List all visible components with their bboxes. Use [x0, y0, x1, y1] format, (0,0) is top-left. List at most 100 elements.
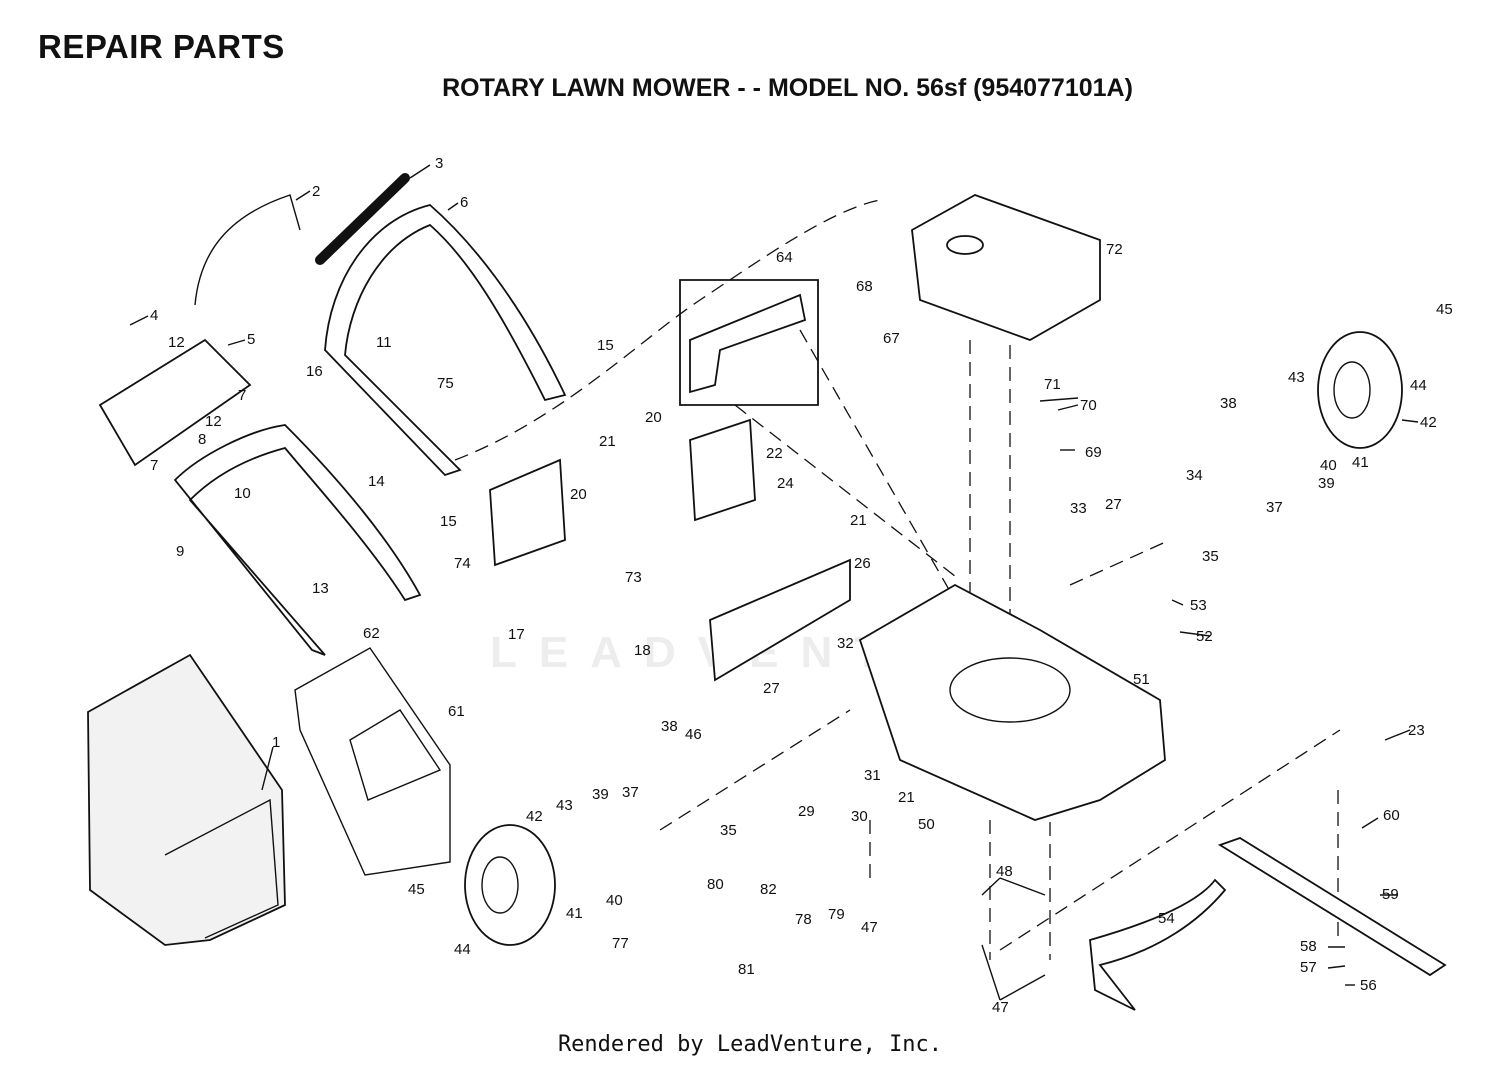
callout-39a: 39: [1318, 475, 1335, 492]
callout-61: 61: [448, 703, 465, 720]
callout-42a: 42: [1420, 414, 1437, 431]
blade: [1217, 837, 1447, 977]
callout-82: 82: [760, 881, 777, 898]
callout-59: 59: [1382, 886, 1399, 903]
callout-52: 52: [1196, 628, 1213, 645]
callout-7b: 7: [150, 457, 158, 474]
callout-77: 77: [612, 935, 629, 952]
callout-54: 54: [1158, 910, 1175, 927]
callout-80: 80: [707, 876, 724, 893]
callout-43a: 43: [1288, 369, 1305, 386]
callout-6: 6: [460, 194, 468, 211]
callout-13: 13: [312, 580, 329, 597]
callout-26: 26: [854, 555, 871, 572]
callout-37a: 37: [1266, 499, 1283, 516]
callout-27a: 27: [1105, 496, 1122, 513]
callout-47b: 47: [992, 999, 1009, 1016]
callout-70: 70: [1080, 397, 1097, 414]
callout-71: 71: [1044, 376, 1061, 393]
handle-assembly: [98, 173, 567, 656]
callout-24: 24: [777, 475, 794, 492]
callout-44b: 44: [454, 941, 471, 958]
callout-42b: 42: [526, 808, 543, 825]
callout-30: 30: [851, 808, 868, 825]
callout-79: 79: [828, 906, 845, 923]
callout-29: 29: [798, 803, 815, 820]
callout-27b: 27: [763, 680, 780, 697]
callout-69: 69: [1085, 444, 1102, 461]
callout-8: 8: [198, 431, 206, 448]
callout-4: 4: [150, 307, 158, 324]
callout-47a: 47: [861, 919, 878, 936]
callout-58: 58: [1300, 938, 1317, 955]
callout-12b: 12: [205, 413, 222, 430]
callout-48: 48: [996, 863, 1013, 880]
callout-57: 57: [1300, 959, 1317, 976]
callout-22: 22: [766, 445, 783, 462]
callout-33: 33: [1070, 500, 1087, 517]
callout-1: 1: [272, 734, 280, 751]
callout-15a: 15: [597, 337, 614, 354]
callout-39b: 39: [592, 786, 609, 803]
callout-labels: 1 2 3 4 5 6 7 7 8 9 10 11 12 12 13 14 15…: [150, 155, 1453, 1016]
callout-41a: 41: [1352, 454, 1369, 471]
callout-10: 10: [234, 485, 251, 502]
callout-11: 11: [376, 334, 392, 351]
callout-78: 78: [795, 911, 812, 928]
callout-17: 17: [508, 626, 525, 643]
mower-deck: [858, 583, 1166, 821]
footer-credit: Rendered by LeadVenture, Inc.: [557, 1032, 943, 1057]
callout-56: 56: [1360, 977, 1377, 994]
callout-12a: 12: [168, 334, 185, 351]
callout-31: 31: [864, 767, 881, 784]
callout-45b: 45: [408, 881, 425, 898]
callout-21c: 21: [898, 789, 915, 806]
callout-46: 46: [685, 726, 702, 743]
callout-44a: 44: [1410, 377, 1427, 394]
callout-37b: 37: [622, 784, 639, 801]
callout-15b: 15: [440, 513, 457, 530]
callout-3: 3: [435, 155, 443, 172]
callout-32: 32: [837, 635, 854, 652]
front-wheel: [464, 824, 556, 946]
callout-74: 74: [454, 555, 471, 572]
callout-75: 75: [437, 375, 454, 392]
callout-64: 64: [776, 249, 793, 266]
callout-41b: 41: [566, 905, 583, 922]
callout-38b: 38: [661, 718, 678, 735]
callout-53: 53: [1190, 597, 1207, 614]
leader-lines: [129, 164, 1419, 1001]
callout-40b: 40: [606, 892, 623, 909]
bag-frame: [294, 647, 451, 876]
callout-21a: 21: [599, 433, 616, 450]
rear-wheel: [1317, 331, 1403, 449]
callout-20a: 20: [645, 409, 662, 426]
callout-60: 60: [1383, 807, 1400, 824]
callout-16: 16: [306, 363, 323, 380]
callout-35b: 35: [720, 822, 737, 839]
callout-34: 34: [1186, 467, 1203, 484]
callout-14: 14: [368, 473, 385, 490]
dashed-assembly-lines: [454, 199, 1341, 960]
callout-62: 62: [363, 625, 380, 642]
callout-20b: 20: [570, 486, 587, 503]
callout-43b: 43: [556, 797, 573, 814]
callout-2: 2: [312, 183, 320, 200]
callout-21b: 21: [850, 512, 867, 529]
callout-18: 18: [634, 642, 651, 659]
baffle: [1089, 878, 1227, 1011]
engine: [911, 194, 1101, 341]
callout-9: 9: [176, 543, 184, 560]
callout-68: 68: [856, 278, 873, 295]
callout-35a: 35: [1202, 548, 1219, 565]
callout-73: 73: [625, 569, 642, 586]
page-title: REPAIR PARTS: [38, 28, 285, 65]
callout-40a: 40: [1320, 457, 1337, 474]
callout-38a: 38: [1220, 395, 1237, 412]
grass-bag: [87, 653, 286, 946]
rear-flap-parts: [489, 279, 851, 682]
callout-67: 67: [883, 330, 900, 347]
callout-81: 81: [738, 961, 755, 978]
callout-45a: 45: [1436, 301, 1453, 318]
